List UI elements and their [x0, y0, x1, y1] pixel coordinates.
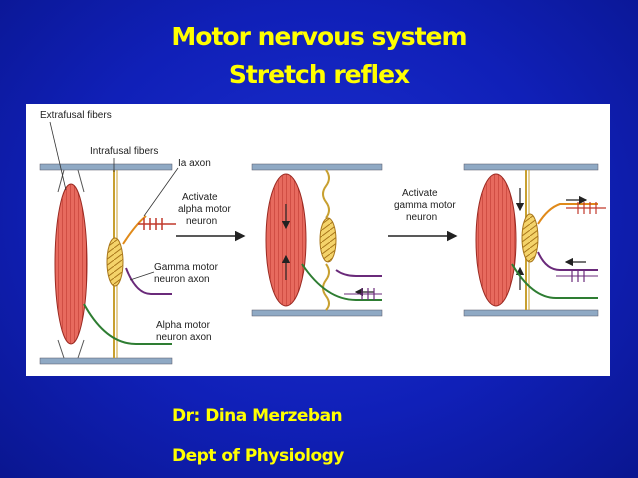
label-gamma-axon: neuron axon [154, 274, 210, 285]
label-activate-gamma: neuron [406, 212, 437, 223]
label-alpha-axon: Alpha motor [156, 320, 211, 331]
stretch-reflex-diagram: Extrafusal fibers Intrafusal fibers Ia a… [26, 104, 610, 376]
alpha-motor-axon [301, 263, 382, 301]
extrafusal-muscle [54, 183, 88, 345]
slack-intrafusal-fiber [322, 169, 330, 219]
ia-axon [537, 203, 598, 225]
contracted-extrafusal-muscle [265, 173, 307, 307]
label-activate-gamma: gamma motor [394, 200, 456, 211]
panel-resting: Extrafusal fibers Intrafusal fibers Ia a… [39, 110, 246, 365]
panel-alpha-activated: Activate gamma motor neuron [251, 163, 458, 317]
slide-subtitle: Stretch reflex [228, 60, 410, 89]
ia-axon [122, 215, 147, 245]
top-bone-bar [251, 163, 383, 171]
gamma-motor-axon [537, 251, 598, 271]
author-name: Dr: Dina Merzeban [172, 406, 343, 426]
gamma-motor-axon [335, 269, 382, 277]
tendon [57, 169, 65, 193]
bottom-bone-bar [39, 357, 173, 365]
gamma-motor-axon [125, 267, 172, 295]
diagram-svg: Extrafusal fibers Intrafusal fibers Ia a… [39, 110, 606, 365]
muscle-spindle [521, 213, 539, 263]
slide-title: Motor nervous system [171, 22, 467, 51]
tendon [77, 169, 85, 193]
contracted-extrafusal-muscle [475, 173, 517, 307]
top-bone-bar [39, 163, 173, 171]
bottom-bone-bar [251, 309, 383, 317]
slack-intrafusal-fiber [322, 263, 330, 311]
alpha-motor-axon [83, 303, 172, 345]
label-activate-gamma: Activate [402, 188, 438, 199]
muscle-spindle [106, 237, 124, 287]
label-extrafusal: Extrafusal fibers [40, 110, 112, 121]
label-intrafusal: Intrafusal fibers [90, 146, 158, 157]
muscle-spindle [319, 217, 337, 263]
label-ia-axon: Ia axon [178, 158, 211, 169]
alpha-motor-axon [511, 263, 598, 299]
top-bone-bar [463, 163, 599, 171]
panel-gamma-activated [463, 163, 606, 317]
author-department: Dept of Physiology [172, 446, 344, 466]
label-activate-alpha: alpha motor [178, 204, 231, 215]
label-alpha-axon: neuron axon [156, 332, 212, 343]
tendon [77, 339, 85, 359]
label-activate-alpha: Activate [182, 192, 218, 203]
tendon [57, 339, 65, 359]
bottom-bone-bar [463, 309, 599, 317]
label-gamma-axon: Gamma motor [154, 262, 219, 273]
label-activate-alpha: neuron [186, 216, 217, 227]
